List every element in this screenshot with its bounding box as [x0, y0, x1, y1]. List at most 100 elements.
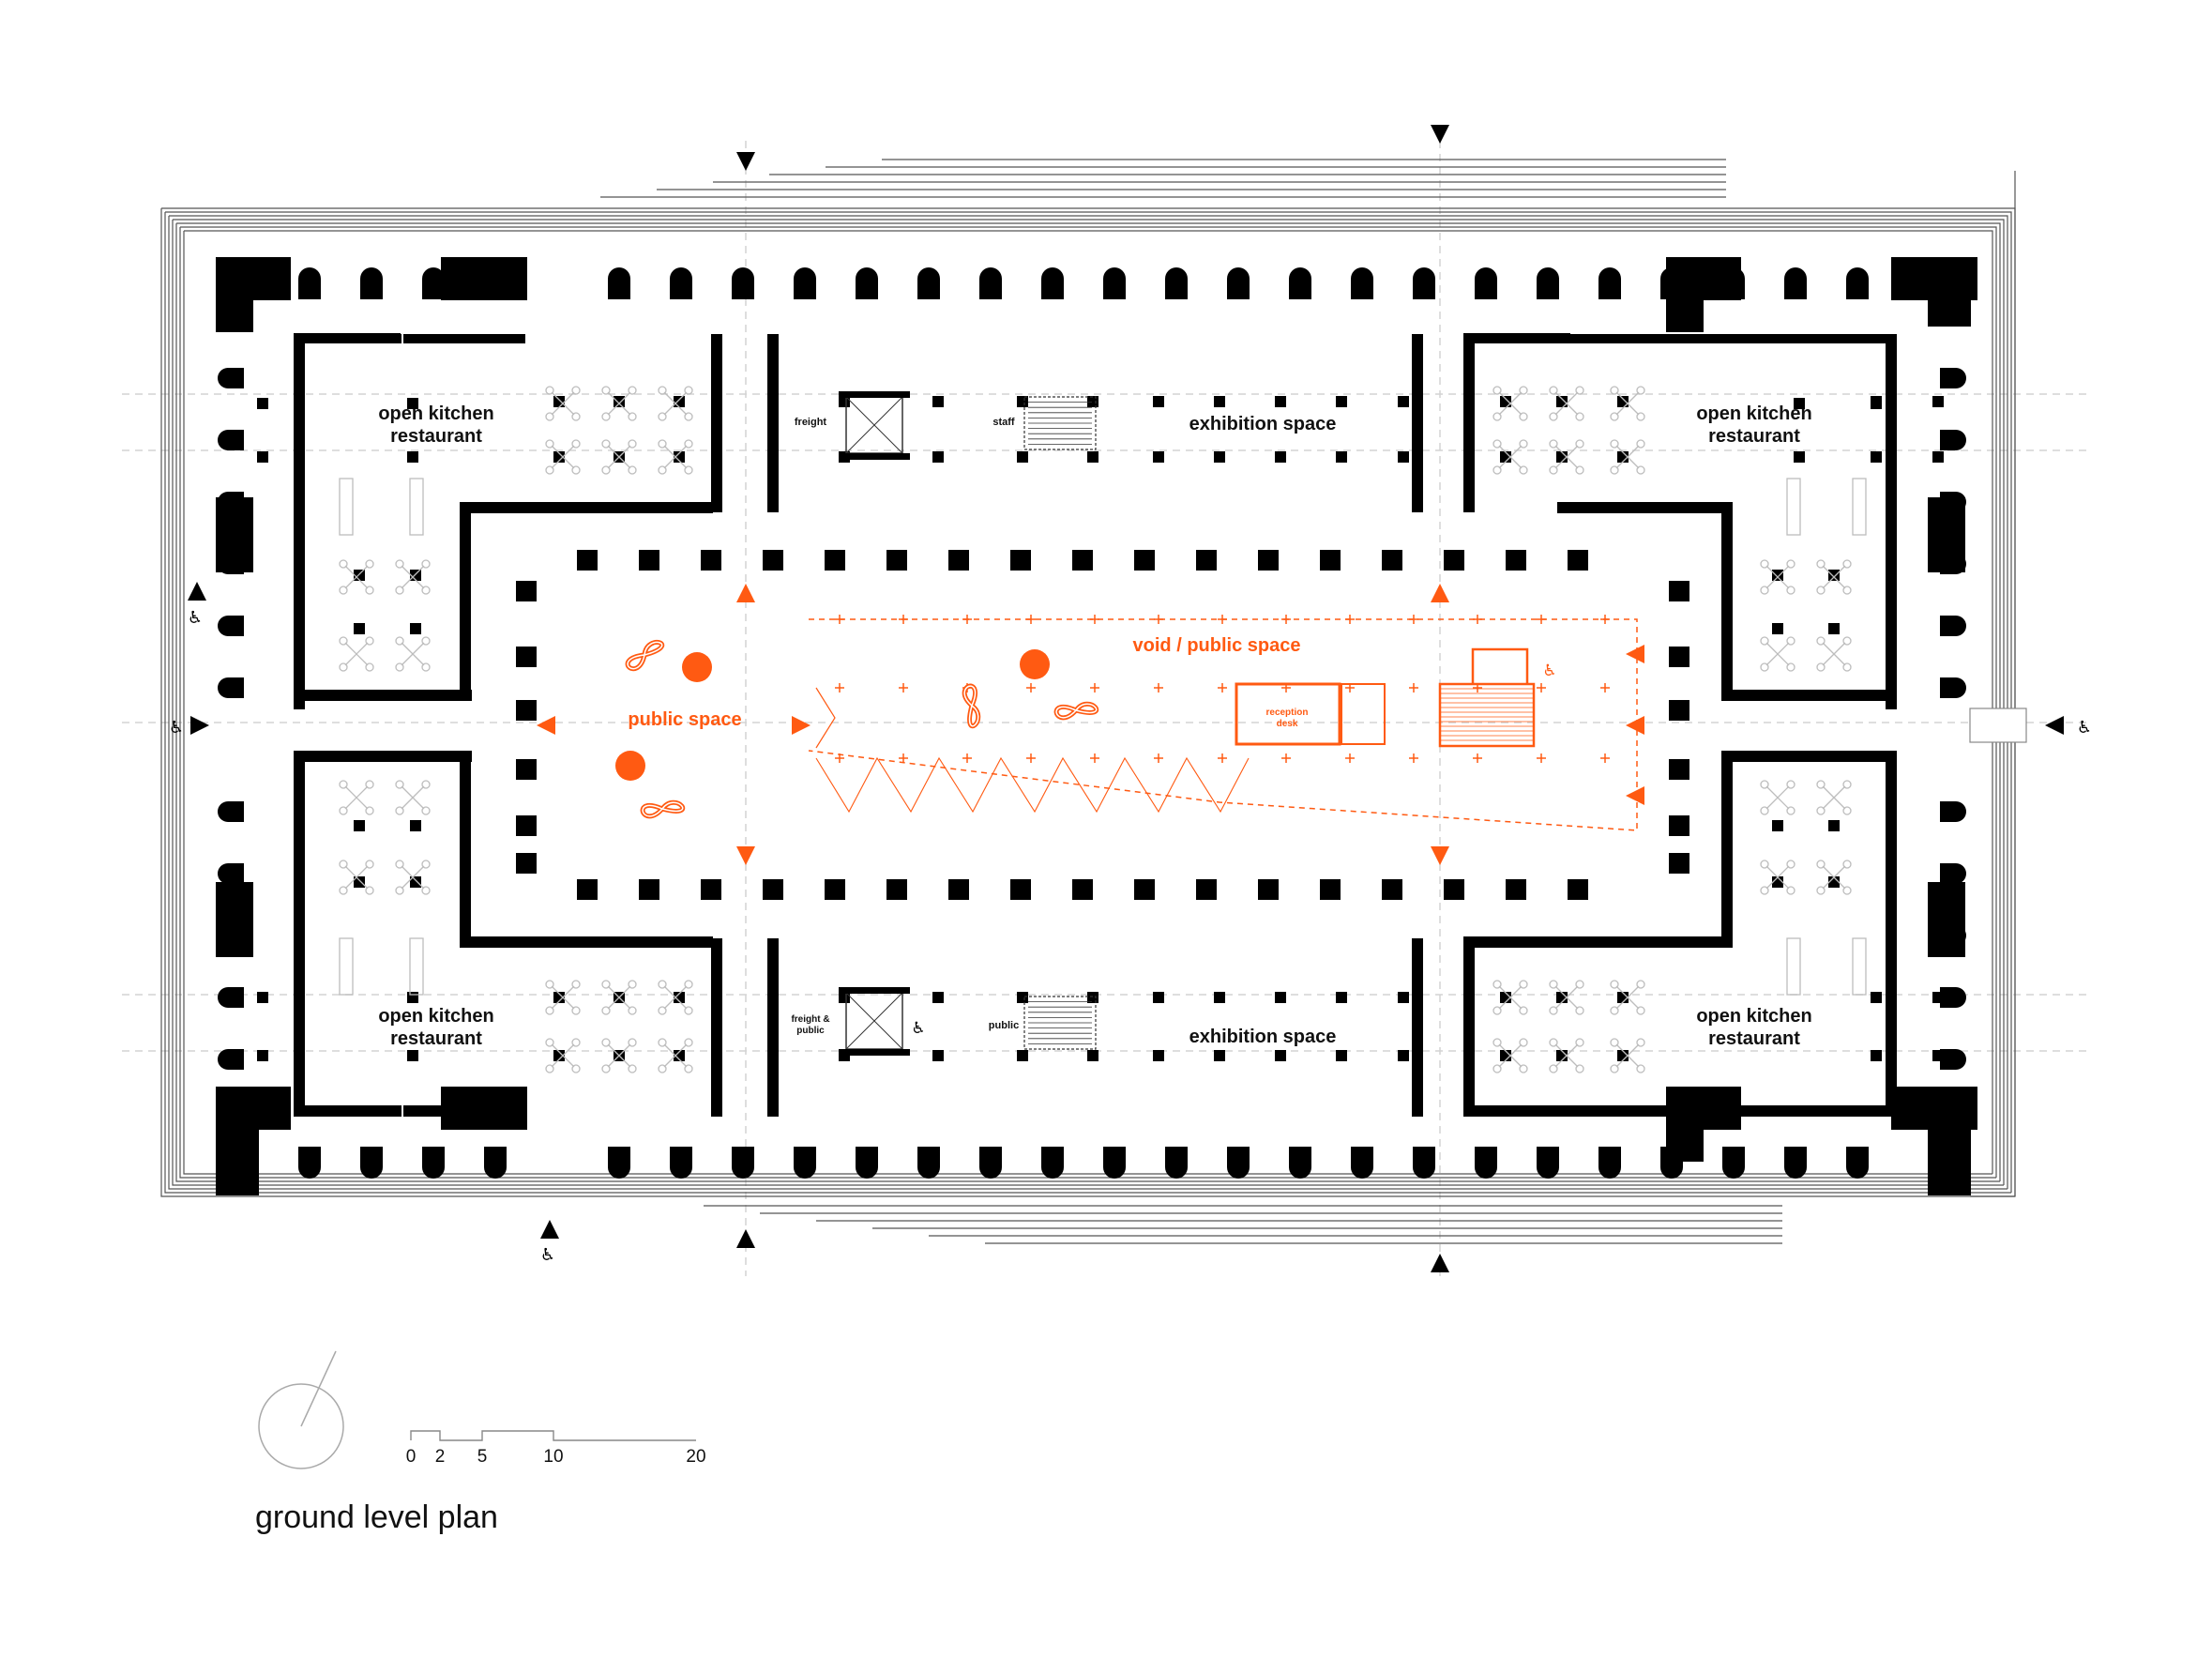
- seating-icon: [1760, 662, 1769, 672]
- label-restaurant-nw-1: open kitchen: [378, 403, 493, 424]
- column: [1828, 876, 1840, 888]
- seating-icon: [658, 412, 667, 421]
- facade-pier: [1846, 1147, 1869, 1179]
- sculpture-loop: [1055, 703, 1098, 719]
- facade-pier: [1103, 1147, 1126, 1179]
- facade-pier: [1103, 267, 1126, 299]
- facade-pier: [794, 267, 816, 299]
- facade-pier: [1351, 267, 1373, 299]
- seating-icon: [344, 785, 369, 810]
- facade-pier: [1289, 267, 1311, 299]
- seating-icon: [365, 586, 374, 595]
- facade-pier: [218, 987, 244, 1008]
- corner-pavilion: [1928, 257, 1971, 327]
- scale-tick-0: 0: [406, 1447, 417, 1467]
- seating-icon: [1554, 985, 1579, 1010]
- seating-icon: [395, 780, 404, 789]
- seating-icon: [545, 1006, 554, 1015]
- sculpture: [962, 683, 981, 729]
- seating-icon: [1519, 412, 1528, 421]
- column: [1871, 398, 1882, 409]
- seating-icon: [421, 559, 431, 569]
- column: [410, 820, 421, 831]
- facade-pier: [1041, 1147, 1064, 1179]
- seating-icon: [571, 439, 581, 449]
- column: [354, 623, 365, 634]
- column: [577, 550, 598, 571]
- seating-icon: [1492, 386, 1502, 395]
- wall-segment: [294, 1105, 401, 1117]
- seating-icon: [628, 386, 637, 395]
- seating-icon: [1760, 586, 1769, 595]
- seating-icon: [1519, 439, 1528, 449]
- facade-pier: [670, 1147, 692, 1179]
- seating-icon: [401, 642, 425, 666]
- seating-icon: [365, 806, 374, 815]
- seating-icon: [1816, 662, 1826, 672]
- entrance-triangle-icon: [2045, 716, 2064, 735]
- seating-icon: [684, 1038, 693, 1047]
- wall-segment: [767, 938, 779, 1117]
- seating-icon: [1519, 1064, 1528, 1073]
- sculpture-loop: [642, 801, 684, 817]
- facade-pier: [422, 1147, 445, 1179]
- seating-icon: [1610, 412, 1619, 421]
- seating-icon: [628, 980, 637, 989]
- facade-pier: [856, 1147, 878, 1179]
- seating-icon: [1842, 636, 1852, 646]
- entrance-triangle-icon: [1431, 1254, 1449, 1272]
- seating-icon: [1549, 1038, 1558, 1047]
- seating-icon: [658, 1038, 667, 1047]
- void-edge: [815, 687, 836, 749]
- seating-icon: [1636, 980, 1645, 989]
- facade-pier: [1041, 267, 1064, 299]
- seating-icon: [1575, 412, 1584, 421]
- column: [410, 876, 421, 888]
- counter: [1786, 937, 1801, 996]
- seating-icon: [1615, 1043, 1640, 1068]
- column: [1772, 820, 1783, 831]
- entrance-triangle-icon: [736, 846, 755, 865]
- column: [1669, 581, 1689, 601]
- seating-icon: [421, 636, 431, 646]
- seating-icon: [339, 886, 348, 895]
- seating-icon: [1765, 785, 1790, 810]
- facade-pier: [218, 616, 244, 636]
- facade-pier: [298, 1147, 321, 1179]
- plinth-step: [183, 231, 1992, 1175]
- seating-icon: [658, 1064, 667, 1073]
- wall-segment: [460, 751, 471, 948]
- seating-icon: [551, 985, 575, 1010]
- column: [1336, 396, 1347, 407]
- seating-icon: [571, 1064, 581, 1073]
- seating-icon: [1519, 980, 1528, 989]
- wall-segment: [294, 334, 305, 709]
- column: [1828, 570, 1840, 581]
- seating-icon: [339, 559, 348, 569]
- column: [1010, 879, 1031, 900]
- seating-icon: [551, 1043, 575, 1068]
- column: [701, 879, 721, 900]
- wall-segment: [711, 938, 722, 1117]
- seating-icon: [344, 642, 369, 666]
- facade-pier: [608, 267, 630, 299]
- seating-icon: [551, 391, 575, 416]
- seating-icon: [365, 636, 374, 646]
- seating-icon: [1816, 780, 1826, 789]
- seating-icon: [663, 985, 688, 1010]
- seating-icon: [1760, 860, 1769, 869]
- facade-pier: [1784, 1147, 1807, 1179]
- seating-icon: [628, 1006, 637, 1015]
- column: [1617, 396, 1629, 407]
- wall-segment: [1557, 502, 1731, 513]
- wheelchair-icon: ♿: [169, 718, 184, 738]
- seating-icon: [1636, 439, 1645, 449]
- seating-icon: [551, 445, 575, 469]
- reception-stair: [1341, 683, 1386, 745]
- seating-icon: [421, 886, 431, 895]
- wall-segment: [294, 751, 305, 1107]
- entrance-triangle-icon: [1626, 786, 1644, 805]
- column: [1556, 396, 1568, 407]
- column: [948, 879, 969, 900]
